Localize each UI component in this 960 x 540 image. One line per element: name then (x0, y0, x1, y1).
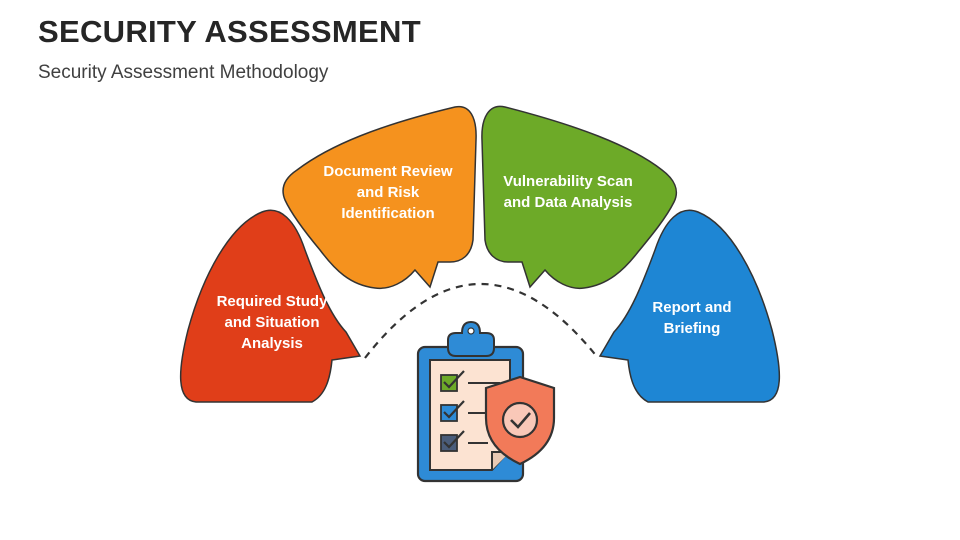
page-title: SECURITY ASSESSMENT (38, 14, 421, 49)
step-label-2: Document Review and Risk Identification (323, 162, 453, 222)
page-subtitle: Security Assessment Methodology (38, 62, 329, 83)
step-shape-3 (481, 105, 678, 290)
step-label-3: Vulnerability Scan and Data Analysis (503, 173, 633, 211)
step-label-1: Required Study and Situation Analysis (216, 292, 328, 352)
dashed-arc (364, 283, 599, 359)
step-label-4: Report and Briefing (652, 299, 732, 337)
step-shape-1 (179, 209, 362, 403)
step-shape-2 (282, 105, 477, 290)
step-shape-4 (598, 209, 781, 403)
clipboard-shield-check-icon (416, 320, 556, 483)
